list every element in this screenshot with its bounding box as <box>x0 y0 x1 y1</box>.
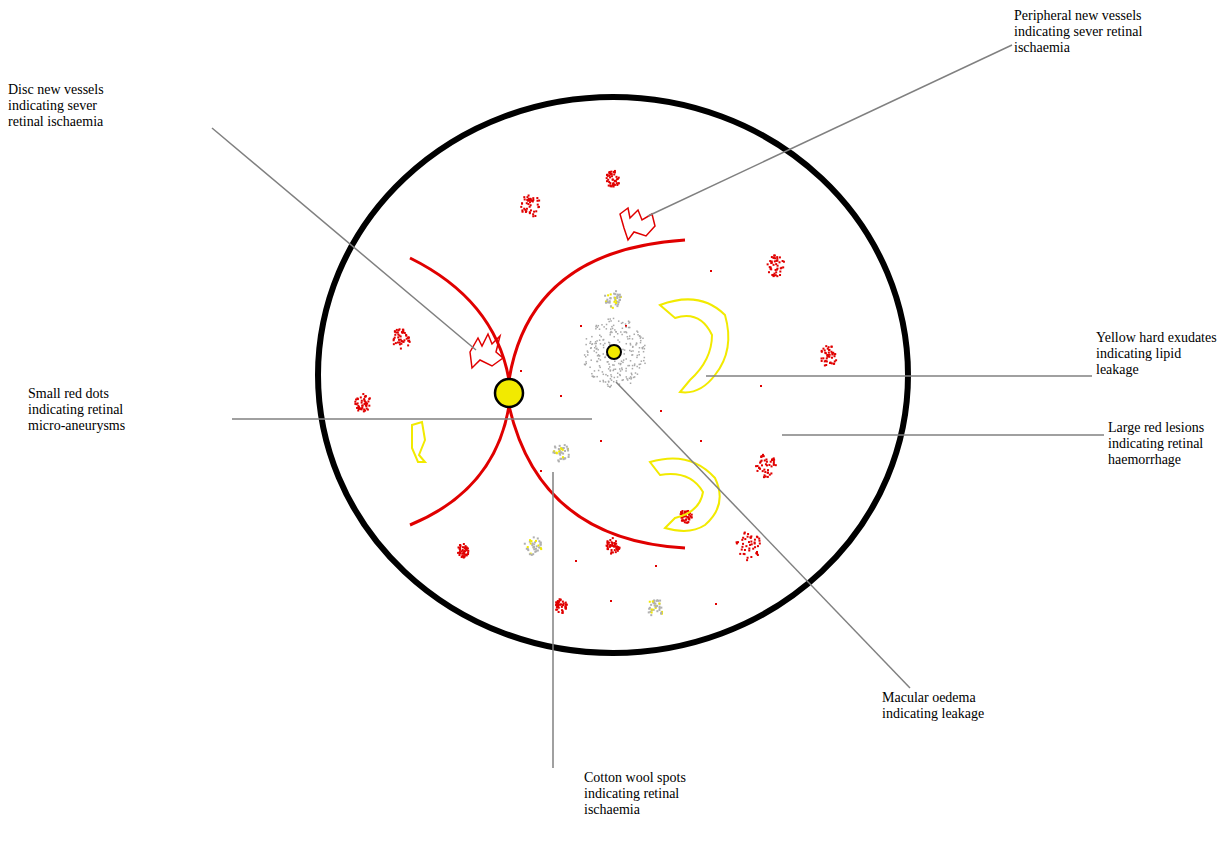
callout-label: Disc new vessels indicating sever retina… <box>8 82 120 130</box>
new-vessels <box>470 208 655 368</box>
lesions <box>354 170 837 614</box>
label-box: Small red dots indicating retinal micro-… <box>28 386 140 434</box>
label-box: Yellow hard exudates indicating lipid le… <box>1096 330 1222 378</box>
label-box: Disc new vessels indicating sever retina… <box>8 82 120 130</box>
label-box: Large red lesions indicating retinal hae… <box>1108 420 1222 468</box>
label-box: Cotton wool spots indicating retinal isc… <box>584 770 698 818</box>
callout-label: Cotton wool spots indicating retinal isc… <box>584 770 698 818</box>
macula <box>584 318 646 388</box>
hard-exudates <box>412 299 728 531</box>
label-box: Peripheral new vessels indicating sever … <box>1014 8 1148 56</box>
leader-lines <box>212 45 1104 768</box>
callout-label: Yellow hard exudates indicating lipid le… <box>1096 330 1222 378</box>
callout-label: Small red dots indicating retinal micro-… <box>28 386 140 434</box>
label-box: Macular oedema indicating leakage <box>882 690 1000 722</box>
cotton-wool-spots <box>524 290 663 616</box>
callout-label: Large red lesions indicating retinal hae… <box>1108 420 1222 468</box>
retinal-vessels <box>410 240 685 548</box>
callout-label: Peripheral new vessels indicating sever … <box>1014 8 1148 56</box>
callout-label: Macular oedema indicating leakage <box>882 690 1000 722</box>
optic-disc <box>495 379 523 407</box>
retina-outline <box>318 97 908 653</box>
